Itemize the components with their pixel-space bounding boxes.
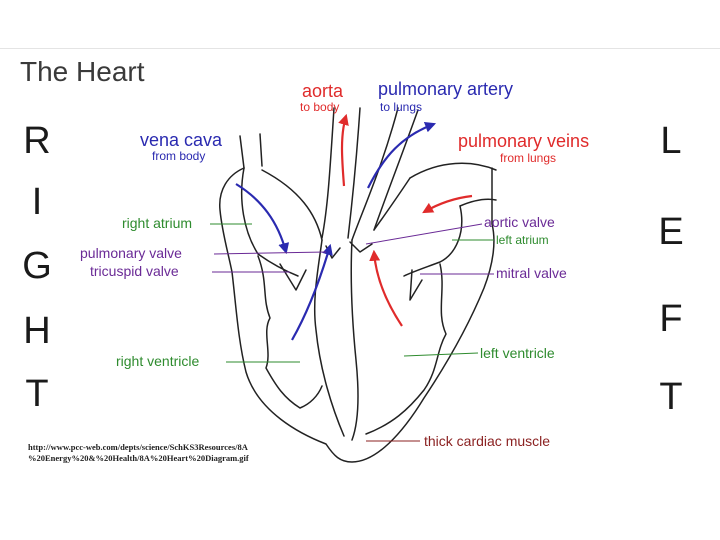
vena-cava-wall — [259, 133, 263, 167]
side-letter: F — [659, 298, 683, 340]
label-vena-cava: vena cava — [140, 130, 223, 150]
label-pulmonary-valve: pulmonary valve — [80, 245, 182, 261]
leader-left-ventricle — [403, 352, 479, 357]
left-atrium-wall — [373, 177, 411, 231]
right-atrium-wall — [240, 167, 299, 277]
pulmonary-vein-wall — [409, 162, 497, 179]
label-aortic-valve: aortic valve — [484, 214, 555, 230]
leader-pulmonary-valve — [213, 251, 327, 255]
side-letter: E — [658, 211, 684, 253]
aorta-wall — [321, 107, 335, 239]
side-letter: I — [31, 181, 43, 223]
label-thick-cardiac-muscle: thick cardiac muscle — [424, 433, 551, 449]
side-letter: L — [660, 120, 682, 162]
leader-aortic-valve — [365, 223, 483, 245]
label-to-body: to body — [300, 100, 340, 114]
flow-arrow-pulmonary-artery — [367, 121, 437, 189]
septum — [350, 239, 359, 441]
label-aorta: aorta — [302, 81, 344, 101]
side-letter: T — [659, 376, 683, 418]
pulmonary-artery-wall — [373, 109, 419, 231]
left-ventricle-wall — [365, 263, 447, 435]
label-tricuspid-valve: tricuspid valve — [90, 263, 179, 279]
vena-cava-wall — [239, 135, 245, 169]
right-ventricle-wall — [257, 255, 323, 409]
tricuspid-valve-flap — [279, 263, 307, 291]
source-line: http://www.pcc-web.com/depts/science/Sch… — [28, 442, 248, 452]
flow-arrow-left-ventricle — [369, 249, 403, 327]
label-pulmonary-veins: pulmonary veins — [458, 131, 590, 151]
side-letter: R — [23, 120, 51, 162]
top-divider — [0, 48, 720, 49]
septum — [313, 239, 345, 437]
label-from-body: from body — [152, 149, 206, 163]
side-letter: T — [25, 373, 49, 415]
pulmonary-artery-wall — [351, 107, 399, 241]
label-left-ventricle: left ventricle — [480, 345, 555, 361]
aortic-valve-flap — [349, 241, 373, 253]
label-from-lungs: from lungs — [500, 151, 557, 165]
label-right-ventricle: right ventricle — [116, 353, 200, 369]
heart-outer-wall — [219, 167, 495, 463]
label-to-lungs: to lungs — [380, 100, 423, 114]
slide-title: The Heart — [20, 56, 145, 87]
mitral-valve-flap — [409, 269, 423, 301]
pulmonary-vein-wall — [459, 198, 497, 207]
flow-arrow-right-ventricle — [291, 243, 333, 341]
source-citation: http://www.pcc-web.com/depts/science/Sch… — [28, 442, 249, 464]
right-atrium-wall — [261, 169, 323, 241]
label-pulmonary-artery: pulmonary artery — [378, 79, 514, 99]
label-left-atrium: left atrium — [496, 233, 549, 247]
label-right-atrium: right atrium — [122, 215, 193, 231]
label-mitral-valve: mitral valve — [496, 265, 567, 281]
flow-arrow-vena-cava — [235, 183, 290, 255]
side-letter: G — [22, 245, 52, 287]
flow-arrow-pulmonary-veins — [422, 194, 473, 214]
left-atrium-wall — [403, 205, 463, 277]
side-letter: H — [23, 310, 51, 352]
source-line: %20Energy%20&%20Health/8A%20Heart%20Diag… — [28, 453, 249, 463]
aorta-wall — [347, 107, 361, 239]
flow-arrow-aorta — [338, 113, 349, 187]
